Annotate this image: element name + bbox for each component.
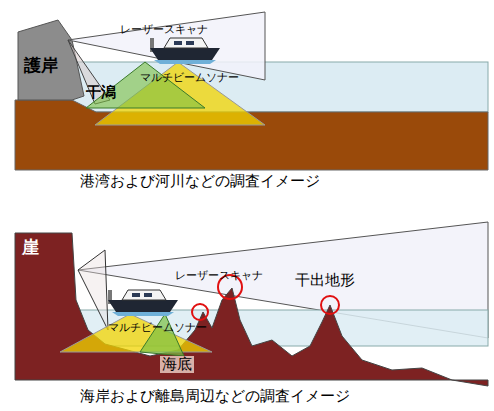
- structure-label: 護岸: [24, 56, 58, 76]
- device-label: レーザースキャナ: [175, 270, 263, 283]
- device-label: マルチビームソナー: [140, 72, 239, 85]
- terrain-label: 崖: [22, 238, 39, 258]
- device-label: レーザースキャナ: [120, 24, 208, 37]
- caption-text: 港湾および河川などの調査イメージ: [78, 173, 322, 190]
- terrain-label: 干潟: [86, 84, 116, 101]
- terrain-label: 海底: [160, 356, 194, 373]
- terrain-label: 干出地形: [295, 272, 355, 289]
- caption-text: 海岸および離島周辺などの調査イメージ: [78, 388, 352, 405]
- device-label: マルチビームソナー: [108, 322, 207, 335]
